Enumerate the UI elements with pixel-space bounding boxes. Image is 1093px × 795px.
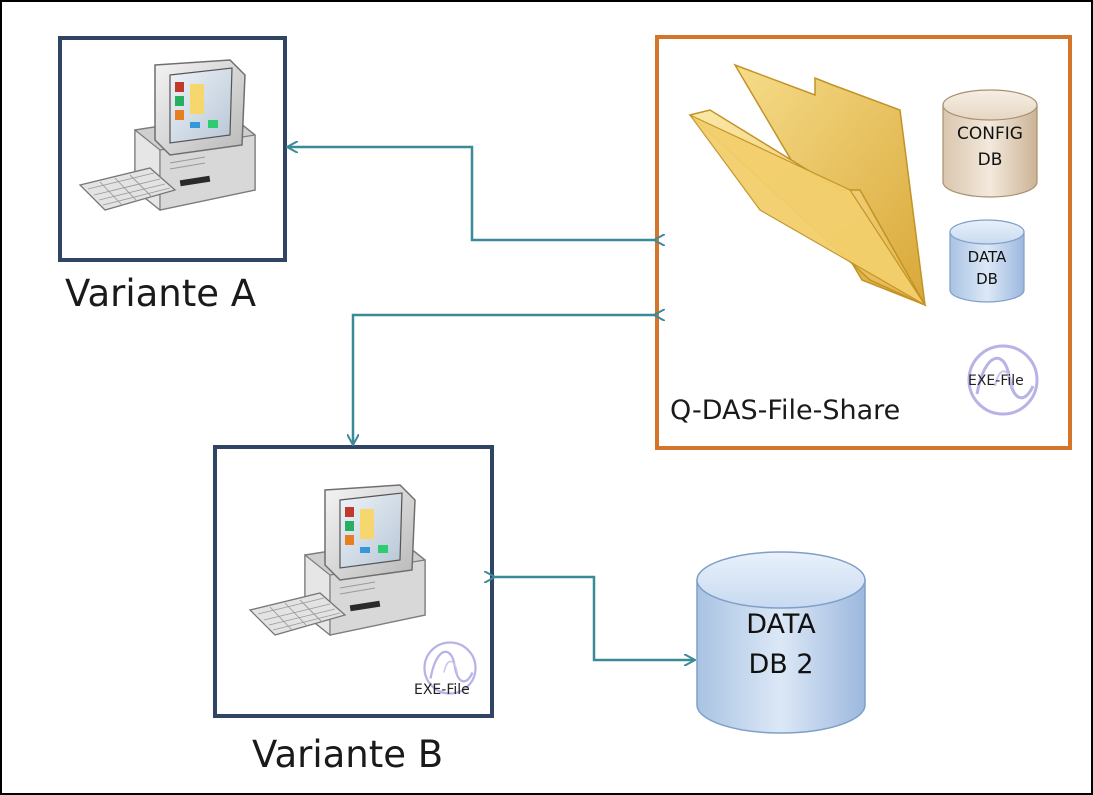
variant-b-exe-label: EXE-File <box>414 682 470 698</box>
config-db-line2: DB <box>977 150 1003 170</box>
data-db2-label: DATA DB 2 <box>697 605 865 685</box>
data-db-label: DATA DB <box>950 246 1024 290</box>
connector-b-share <box>353 315 655 444</box>
config-db-icon <box>942 89 1038 198</box>
data-db2-line2: DB 2 <box>748 649 814 680</box>
data-db-line1: DATA <box>967 248 1007 266</box>
data-db-line2: DB <box>976 270 998 288</box>
config-db-label: CONFIG DB <box>943 121 1037 173</box>
data-db-icon <box>949 219 1025 303</box>
file-share-label: Q-DAS-File-Share <box>670 395 901 426</box>
data-db2-line1: DATA <box>746 609 816 640</box>
variant-b-label: Variante B <box>252 733 444 776</box>
variant-a-label: Variante A <box>65 272 257 315</box>
connector-a-share <box>288 147 655 240</box>
connector-b-db2 <box>494 577 694 660</box>
folder-icon <box>688 63 927 307</box>
config-db-line1: CONFIG <box>957 124 1023 144</box>
data-db2-icon <box>696 551 866 734</box>
share-exe-label: EXE-File <box>968 373 1024 389</box>
